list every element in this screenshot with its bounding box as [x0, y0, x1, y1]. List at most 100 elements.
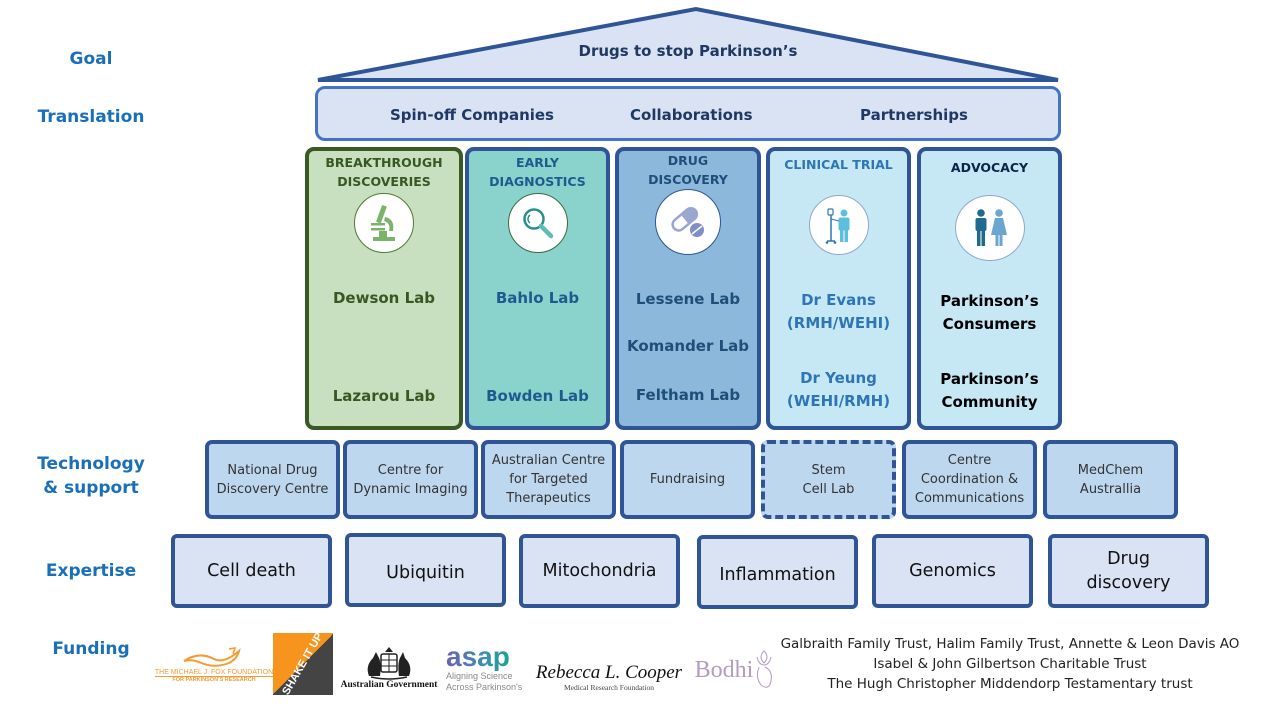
tech-box-line: Fundraising: [649, 472, 726, 487]
translation-item-spinoff: Spin-off Companies: [390, 106, 554, 124]
lab-entry-line2: (RMH/WEHI): [786, 314, 891, 332]
row-label-technology-line2: & support: [43, 478, 139, 498]
logo-asap: asap Aligning Science Across Parkinson's: [446, 640, 526, 695]
tech-box-fundraising: Fundraising: [620, 440, 755, 519]
lab-name: Bahlo Lab: [495, 289, 580, 307]
translation-item-partnerships: Partnerships: [860, 106, 968, 124]
advocacy-entry-line1: Parkinson’s: [940, 370, 1039, 388]
tech-box-centre-for-dynamic-imaging: Centre for Dynamic Imaging: [343, 440, 478, 519]
lab-name: Lazarou Lab: [332, 387, 436, 405]
lab-name: Lessene Lab: [635, 290, 741, 308]
expertise-mitochondria: Mitochondria: [519, 534, 680, 608]
pillar-title-line1: CLINICAL TRIAL: [784, 157, 893, 172]
advocacy-entry-line2: Consumers: [942, 315, 1037, 333]
logo-shakeitup-text: SHAKE IT UP: [280, 630, 326, 698]
pillar-title-line1: ADVOCACY: [950, 160, 1029, 175]
pillar-title-line1: BREAKTHROUGH: [325, 155, 443, 170]
pillar-title: ADVOCACY: [921, 158, 1058, 177]
tech-box-line: Therapeutics: [506, 491, 591, 506]
pillar-title: BREAKTHROUGH DISCOVERIES: [309, 153, 459, 191]
lab-entry-line1: Dr Evans: [801, 291, 876, 309]
expertise-ubiquitin: Ubiquitin: [345, 533, 506, 607]
row-label-expertise: Expertise: [45, 561, 137, 581]
advocacy-entry: Parkinson’s Consumers: [921, 290, 1058, 336]
expertise-label: Cell death: [207, 561, 296, 581]
tech-box-line: Coordination &: [920, 472, 1019, 487]
tech-box-line: National Drug: [227, 462, 318, 478]
logo-asap-line1: Aligning Science: [446, 670, 513, 681]
row-label-technology-line1: Technology: [37, 454, 145, 474]
expertise-inflammation: Inflammation: [697, 535, 858, 609]
expertise-label-line1: Drug: [1107, 549, 1150, 569]
trust-funder-line: The Hugh Christopher Middendorp Testamen…: [827, 676, 1193, 692]
expertise-label: Ubiquitin: [386, 563, 465, 583]
tech-box-line: MedChem: [1077, 462, 1144, 478]
people-icon: [954, 195, 1025, 261]
trust-funder-line: Galbraith Family Trust, Halim Family Tru…: [780, 636, 1240, 652]
tech-box-line: Discovery Centre: [216, 481, 329, 497]
row-label-technology: Technology & support: [16, 452, 166, 500]
pillar-title-line2: DISCOVERY: [648, 172, 728, 187]
logo-asap-line2: Across Parkinson's: [446, 681, 523, 692]
coat-of-arms-icon: [367, 647, 411, 680]
tech-box-centre-coordination-communications: Centre Coordination & Communications: [902, 440, 1037, 519]
logo-rebecca-cooper: Rebecca L. Cooper Medical Research Found…: [533, 660, 685, 694]
logo-australian-government: Australian Government: [336, 642, 442, 694]
logo-asap-name: asap: [446, 640, 510, 672]
lab-entry-line2: (WEHI/RMH): [786, 392, 891, 410]
pillar-title: CLINICAL TRIAL: [770, 155, 907, 174]
advocacy-entry-line1: Parkinson’s: [940, 292, 1039, 310]
expertise-label: Mitochondria: [542, 561, 657, 581]
tech-box-line: Cell Lab: [802, 481, 855, 497]
tech-box-line: Dynamic Imaging: [353, 481, 468, 497]
pillar-title-line2: DIAGNOSTICS: [489, 174, 586, 189]
magnifier-icon: [507, 193, 568, 253]
lab-name: Komander Lab: [626, 337, 750, 355]
pillar-advocacy: ADVOCACY Parkinson’s Consumers Parkinson…: [917, 147, 1062, 430]
lab-entry: Dr Yeung (WEHI/RMH): [770, 367, 907, 413]
tech-box-line: for Targeted: [509, 472, 588, 487]
row-label-translation: Translation: [37, 107, 145, 127]
goal-roof: [317, 6, 1059, 82]
lab-name: Dewson Lab: [332, 289, 436, 307]
tech-box-line: Australlia: [1079, 481, 1142, 497]
expertise-label: Inflammation: [719, 565, 836, 585]
logo-bodhi-text: Bodhi: [694, 656, 754, 683]
tech-box-stem-cell-lab: Stem Cell Lab: [761, 440, 896, 519]
lab-entry: Dr Evans (RMH/WEHI): [770, 289, 907, 335]
expertise-cell-death: Cell death: [171, 534, 332, 608]
expertise-drug-discovery: Drug discovery: [1048, 534, 1209, 608]
logo-bodhi: Bodhi: [690, 645, 780, 695]
goal-title: Drugs to stop Parkinson’s: [578, 42, 798, 60]
tech-box-line: Communications: [914, 491, 1025, 506]
logo-ausgov-text: Australian Government: [340, 680, 438, 690]
tech-box-line: Centre for: [377, 462, 444, 478]
lab-name: Feltham Lab: [635, 386, 741, 404]
tech-box-line: Australian Centre: [491, 453, 606, 468]
lab-entry-line1: Dr Yeung: [800, 369, 877, 387]
translation-bar: Spin-off Companies Collaborations Partne…: [315, 86, 1061, 141]
logo-cooper-name: Rebecca L. Cooper: [535, 661, 683, 683]
pillar-early-diagnostics: EARLY DIAGNOSTICS Bahlo Lab Bowden Lab: [465, 147, 610, 430]
logo-cooper-sub: Medical Research Foundation: [564, 682, 654, 692]
logo-mjff-line2: FOR PARKINSON’S RESEARCH: [172, 677, 256, 683]
pillar-drug-discovery: DRUG DISCOVERY Lessene Lab Komander Lab …: [615, 147, 761, 430]
pillar-title: DRUG DISCOVERY: [619, 151, 757, 189]
advocacy-entry: Parkinson’s Community: [921, 368, 1058, 414]
fox-icon: [183, 647, 241, 667]
advocacy-entry-line2: Community: [941, 393, 1038, 411]
expertise-genomics: Genomics: [872, 534, 1033, 608]
pill-icon: [655, 189, 721, 255]
row-label-funding: Funding: [52, 639, 130, 659]
tech-box-medchem-australia: MedChem Australlia: [1043, 440, 1178, 519]
expertise-label-line2: discovery: [1086, 573, 1171, 593]
lotus-icon: [756, 650, 773, 688]
row-label-goal: Goal: [69, 49, 113, 69]
pillar-title-line1: DRUG: [667, 153, 709, 168]
pillar-title-line2: DISCOVERIES: [337, 174, 431, 189]
tech-box-line: Stem: [811, 462, 846, 478]
microscope-icon: [354, 193, 414, 253]
lab-name: Bowden Lab: [486, 387, 589, 405]
trust-funders-list: Galbraith Family Trust, Halim Family Tru…: [780, 634, 1240, 694]
pillar-breakthrough-discoveries: BREAKTHROUGH DISCOVERIES Dewson Lab Laza…: [305, 147, 463, 430]
